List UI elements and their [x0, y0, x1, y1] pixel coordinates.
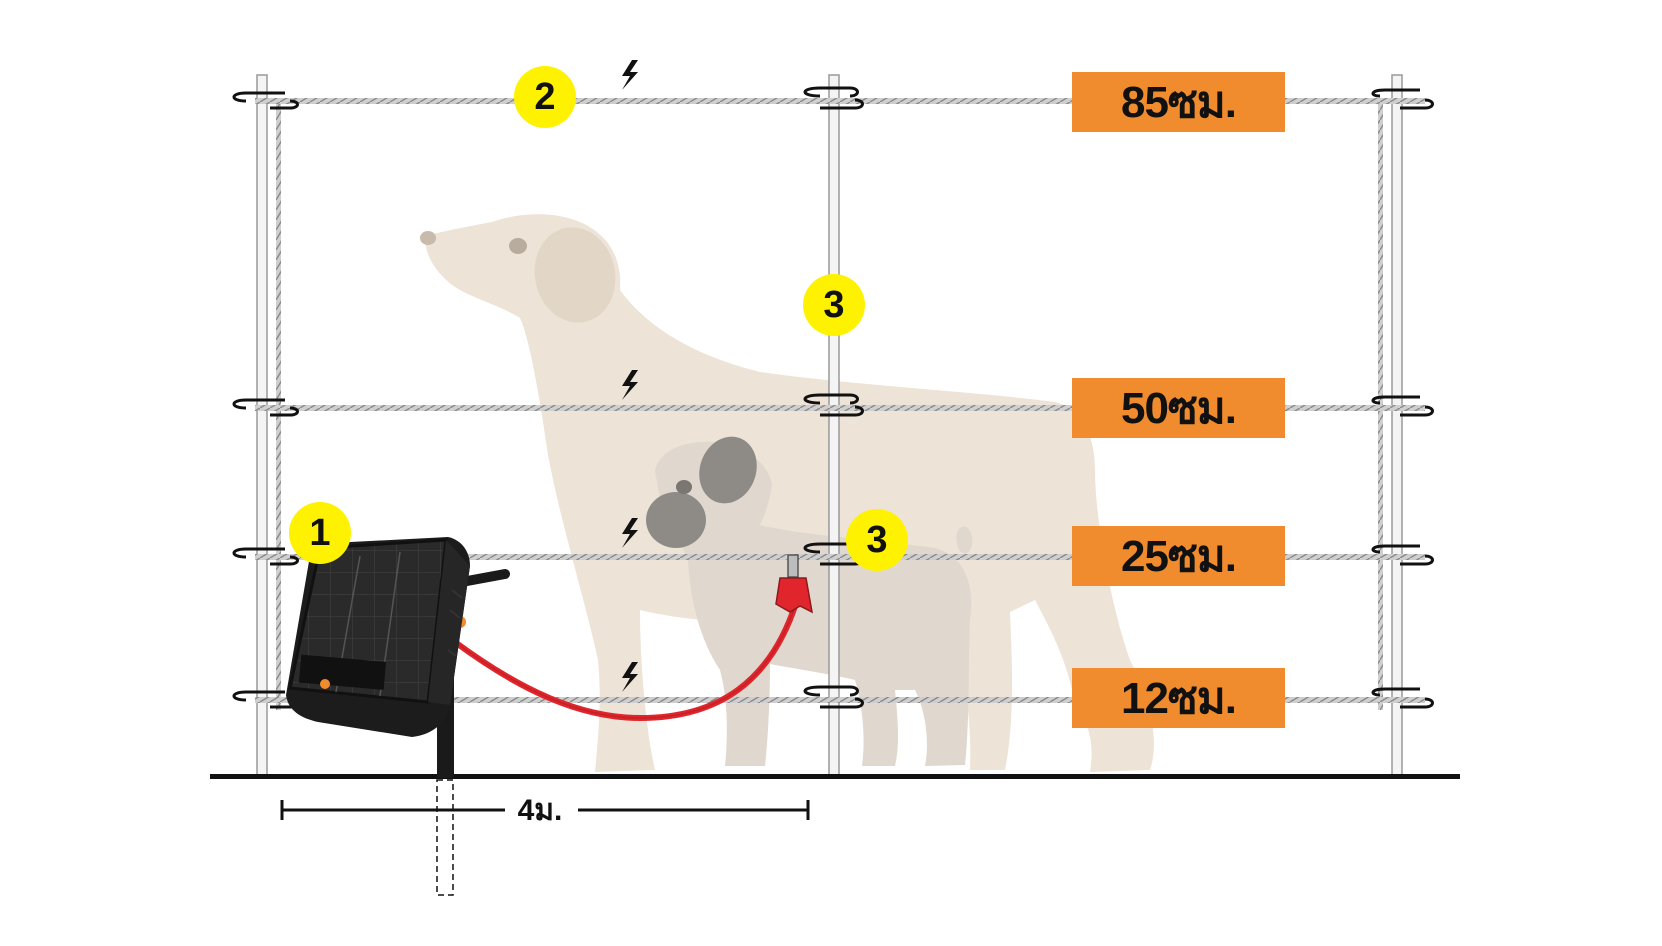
small-dog-silhouette: [646, 436, 973, 766]
distance-dimension: [280, 800, 810, 820]
insulators: [232, 86, 1434, 709]
insulator-icon: [803, 393, 864, 417]
insulator-icon: [232, 547, 299, 566]
alligator-clip-icon: [775, 554, 813, 614]
fence-wire-25: [255, 554, 1425, 560]
large-dog-silhouette: [420, 214, 1154, 773]
insulator-icon: [803, 685, 864, 709]
insulator-icon: [1371, 544, 1434, 566]
insulator-icon: [803, 86, 864, 110]
ground-line: [210, 774, 1460, 779]
insulator-icon: [232, 91, 299, 110]
marker-energizer: 1: [289, 502, 351, 564]
lightning-bolts: [622, 60, 638, 692]
fence-wire-85: [255, 98, 1425, 104]
lightning-bolt-icon: [622, 60, 638, 90]
height-label-25: 25ซม.: [1072, 526, 1285, 586]
marker-wire: 2: [514, 66, 576, 128]
post-spacing-label: 4ม.: [505, 792, 575, 828]
ground-rod-buried: [436, 779, 454, 896]
fence-wire-50: [255, 405, 1425, 411]
fence-wire-12: [255, 697, 1425, 703]
solar-energizer-icon: [286, 537, 470, 737]
height-label-12: 12ซม.: [1072, 668, 1285, 728]
fence-post-middle: [828, 74, 840, 776]
marker-post: 3: [803, 274, 865, 336]
fence-post-left: [256, 74, 268, 776]
lead-wire: [452, 603, 798, 722]
insulator-icon: [1371, 88, 1434, 110]
insulator-icon: [1371, 395, 1434, 417]
lightning-bolt-icon: [622, 662, 638, 692]
fence-post-right: [1391, 74, 1403, 776]
marker-connection: 3: [846, 509, 908, 571]
height-label-50: 50ซม.: [1072, 378, 1285, 438]
insulator-icon: [232, 398, 299, 417]
lightning-bolt-icon: [622, 518, 638, 548]
lightning-bolt-icon: [622, 370, 638, 400]
fence-wires: [255, 98, 1425, 703]
height-label-85: 85ซม.: [1072, 72, 1285, 132]
insulator-icon: [1371, 687, 1434, 709]
